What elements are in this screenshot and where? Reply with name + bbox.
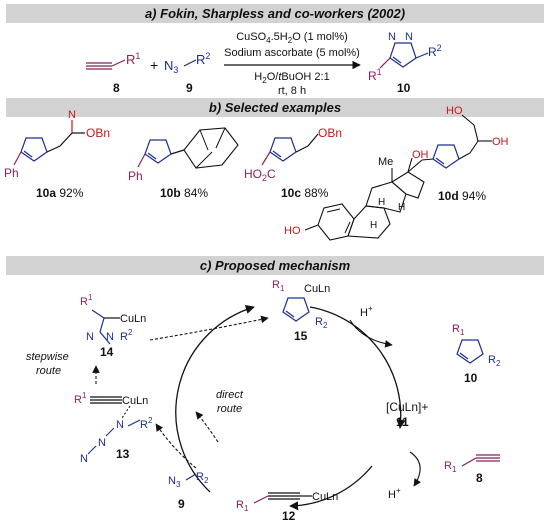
- r2-text: R2: [140, 416, 153, 431]
- n-atom: N: [80, 453, 88, 465]
- intermediate-14: R1 CuLn N N R2 14: [80, 293, 146, 359]
- condition-solvent: H2O/tBuOH 2:1: [254, 71, 329, 85]
- yield-10b: 10b 84%: [160, 186, 208, 200]
- yield-10c: 10c 88%: [281, 186, 329, 200]
- r1-text: R1: [368, 67, 382, 83]
- r2-text: R2: [120, 328, 133, 343]
- alkyne-8: R1 8: [86, 51, 140, 95]
- n3-text: N3: [168, 475, 181, 489]
- product-10: R1 R2 10: [452, 323, 501, 385]
- ph-text: Ph: [4, 166, 19, 180]
- r1-text: R1: [80, 293, 93, 308]
- example-10b: Ph 10b 84%: [128, 127, 239, 200]
- r2-text: R2: [196, 471, 209, 485]
- proton-top: H+: [360, 304, 373, 319]
- label-9: 9: [186, 81, 193, 95]
- h-text: H: [370, 220, 377, 231]
- r1-text: R1: [272, 279, 285, 293]
- triazole-10: N N R2 R1 10: [368, 31, 442, 95]
- yield-10d: 10d 94%: [438, 189, 486, 203]
- n-atom: N: [116, 419, 124, 431]
- azide-9-entry: N3 R2 9: [168, 471, 209, 511]
- ho2c-text: HO2C: [244, 167, 276, 183]
- label-8: 8: [476, 471, 483, 485]
- r1-text: R1: [126, 51, 140, 67]
- r1-text: R1: [444, 460, 457, 474]
- ho-text: HO: [284, 225, 301, 237]
- example-10d-steroid: HO Me H H H OH OH HO 10d 94%: [284, 105, 509, 241]
- label-11: 11: [396, 415, 409, 429]
- ph-text: Ph: [128, 169, 143, 183]
- culn-text: CuLn: [120, 313, 146, 325]
- stepwise-route-line1: stepwise: [26, 351, 69, 363]
- condition-temp-time: rt, 8 h: [278, 85, 306, 97]
- condition-ascorbate: Sodium ascorbate (5 mol%): [224, 47, 360, 59]
- catalyst-text: [CuLn]+: [386, 400, 428, 414]
- r2-text: R2: [196, 51, 210, 67]
- r1-text: R1: [74, 391, 87, 406]
- culn-text: CuLn: [122, 395, 148, 407]
- culn-text: CuLn: [304, 283, 330, 295]
- acetylide-12: R1 CuLn 12: [236, 491, 338, 523]
- n-atom: N: [86, 331, 94, 343]
- ho-text: HO: [446, 105, 463, 117]
- oh-text: OH: [492, 136, 509, 148]
- label-9: 9: [178, 497, 185, 511]
- n-atom: N: [98, 437, 106, 449]
- condition-cuso4: CuSO4.5H2O (1 mol%): [236, 31, 348, 45]
- reaction-arrow-a: CuSO4.5H2O (1 mol%) Sodium ascorbate (5 …: [224, 31, 361, 97]
- label-15: 15: [294, 329, 308, 343]
- r2-text: R2: [488, 354, 501, 368]
- label-10: 10: [464, 371, 478, 385]
- r1-text: R1: [236, 499, 249, 513]
- n3-text: N3: [164, 58, 178, 75]
- me-text: Me: [378, 156, 393, 168]
- svg-text:N: N: [68, 109, 76, 121]
- panel-c-title: c) Proposed mechanism: [6, 256, 544, 275]
- panel-b-title: b) Selected examples: [6, 98, 544, 117]
- label-14: 14: [100, 345, 114, 359]
- plus-sign: +: [150, 57, 158, 73]
- panel-a-title: a) Fokin, Sharpless and co-workers (2002…: [6, 4, 544, 23]
- label-8: 8: [113, 81, 120, 95]
- label-10: 10: [397, 81, 411, 95]
- stepwise-route-line2: route: [36, 365, 61, 377]
- alkyne-8-entry: R1 8: [444, 454, 500, 485]
- r1-text: R1: [452, 323, 465, 337]
- n-atom: N: [106, 331, 114, 343]
- example-10a: N OBn Ph 10a 92%: [4, 109, 110, 200]
- n-atom: N: [388, 31, 396, 43]
- n-atom: N: [405, 31, 413, 43]
- proton-bottom: H+: [388, 486, 401, 501]
- r2-text: R2: [315, 316, 328, 330]
- intermediate-13: R1 CuLn N R2 N N 13: [74, 391, 153, 465]
- label-12: 12: [282, 509, 296, 523]
- r2-text: R2: [428, 43, 442, 59]
- example-10c: OBn HO2C 10c 88%: [244, 126, 342, 200]
- intermediate-15: R1 CuLn R2 15: [272, 279, 330, 343]
- direct-route-line1: direct: [216, 389, 244, 401]
- obn-text: OBn: [318, 126, 342, 140]
- h-text: H: [398, 202, 405, 213]
- catalytic-cycle: [175, 305, 406, 511]
- yield-10a: 10a 92%: [36, 186, 84, 200]
- direct-route-line2: route: [217, 403, 242, 415]
- obn-text: OBn: [86, 126, 110, 140]
- azide-9: N3 R2 9: [164, 51, 210, 95]
- oh-text: OH: [412, 149, 429, 161]
- label-13: 13: [116, 447, 130, 461]
- culn-text: CuLn: [312, 491, 338, 503]
- h-text: H: [378, 197, 385, 208]
